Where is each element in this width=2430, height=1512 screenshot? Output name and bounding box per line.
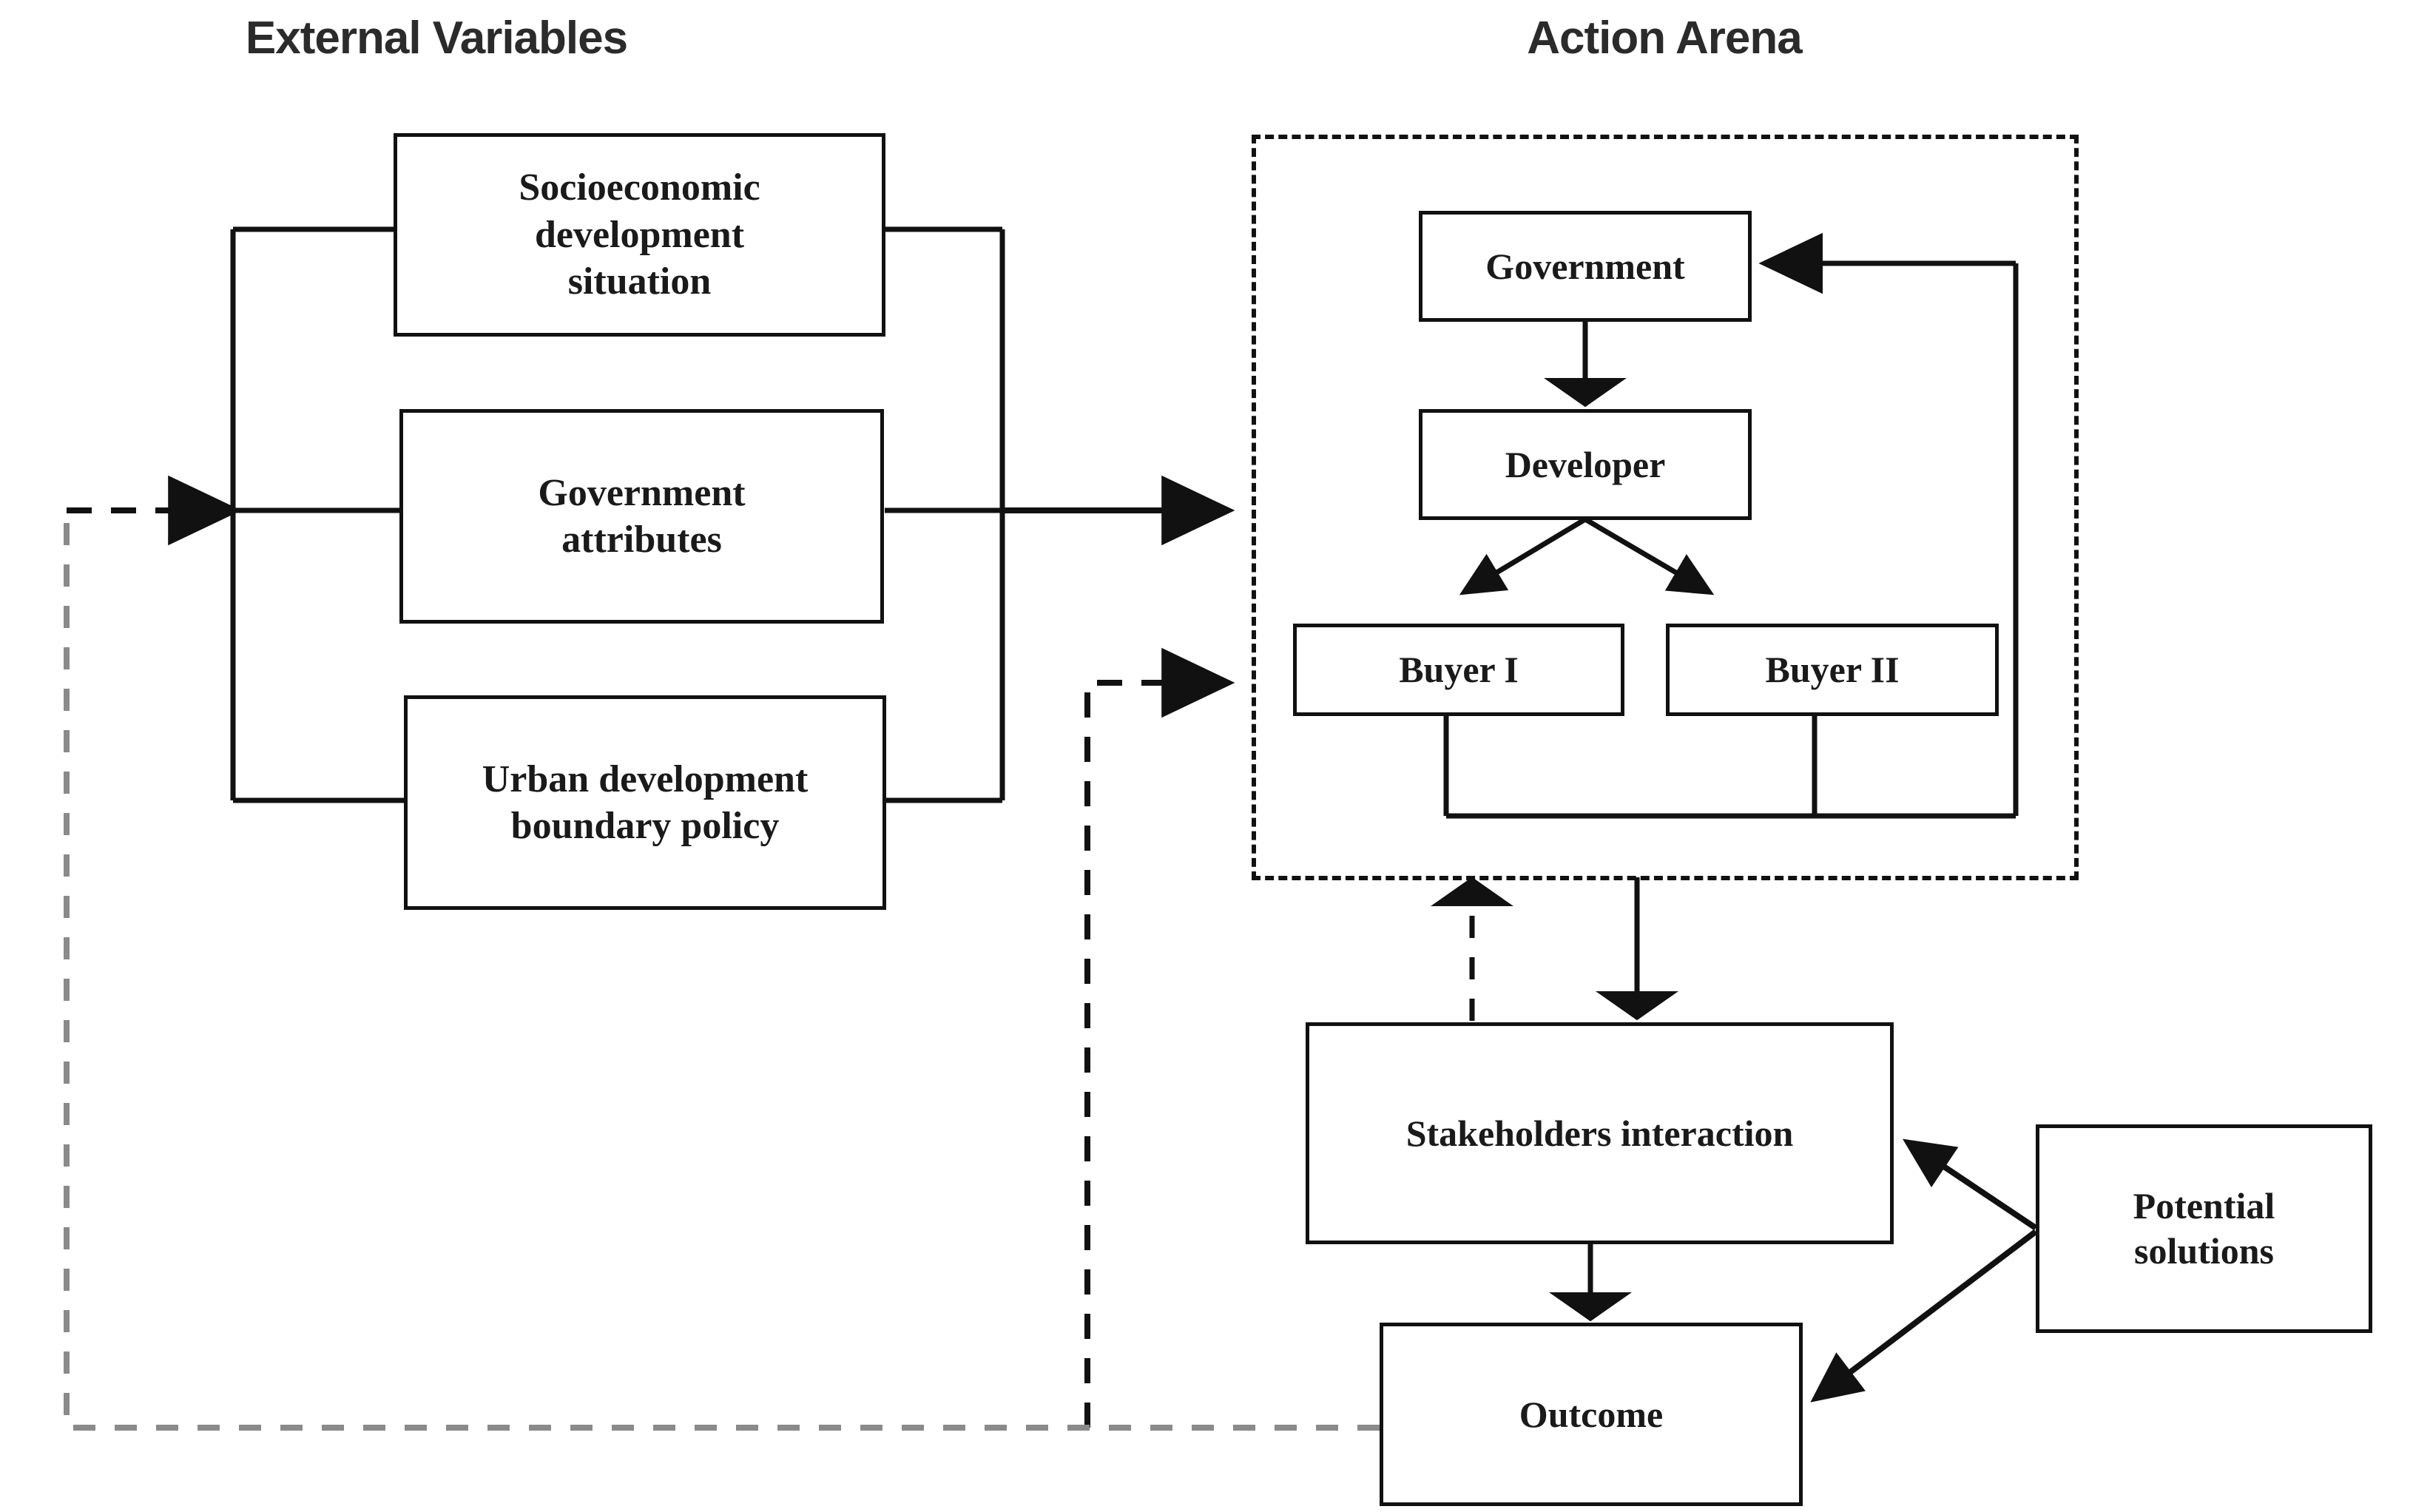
external-variables-title: External Variables <box>245 13 628 64</box>
action-arena-title: Action Arena <box>1527 13 1803 64</box>
edge-solutions-to-outcome <box>1810 1229 2038 1403</box>
node-label: Buyer I <box>1399 649 1519 690</box>
node-outcome[interactable]: Outcome <box>1380 1323 1803 1506</box>
node-buyer-two[interactable]: Buyer II <box>1666 624 1999 716</box>
node-potential-solutions[interactable]: Potential solutions <box>2036 1124 2372 1333</box>
node-label: Urban development boundary policy <box>482 757 809 847</box>
node-label: Buyer II <box>1765 649 1900 690</box>
external-variables-left-rail <box>230 226 404 803</box>
edge-developer-to-buyer-two <box>1584 516 1715 595</box>
node-government[interactable]: Government <box>1419 211 1752 322</box>
node-label: Government attributes <box>538 471 746 561</box>
node-socioeconomic-development-situation[interactable]: Socioeconomic development situation <box>394 133 885 337</box>
node-developer[interactable]: Developer <box>1419 409 1752 520</box>
edge-buyers-to-government <box>1443 232 2019 819</box>
node-stakeholders-interaction[interactable]: Stakeholders interaction <box>1306 1022 1894 1244</box>
edge-developer-to-buyer-one <box>1459 517 1587 595</box>
node-government-attributes[interactable]: Government attributes <box>399 409 884 624</box>
edge-outcome-to-external-variables <box>64 475 1380 1431</box>
node-label: Outcome <box>1519 1393 1664 1435</box>
edge-solutions-to-stakeholders <box>1903 1138 2038 1231</box>
external-variables-right-rail <box>882 226 1005 803</box>
action-arena-boundary <box>1252 135 2079 880</box>
edge-outcome-to-arena-buyers <box>1084 647 1235 1428</box>
node-label: Socioeconomic development situation <box>519 166 760 303</box>
node-label: Stakeholders interaction <box>1405 1112 1794 1154</box>
node-label: Government <box>1485 245 1685 287</box>
node-urban-development-boundary-policy[interactable]: Urban development boundary policy <box>404 695 886 910</box>
node-buyer-one[interactable]: Buyer I <box>1293 624 1624 716</box>
node-label: Developer <box>1505 443 1666 485</box>
node-label: Potential solutions <box>2133 1185 2275 1272</box>
